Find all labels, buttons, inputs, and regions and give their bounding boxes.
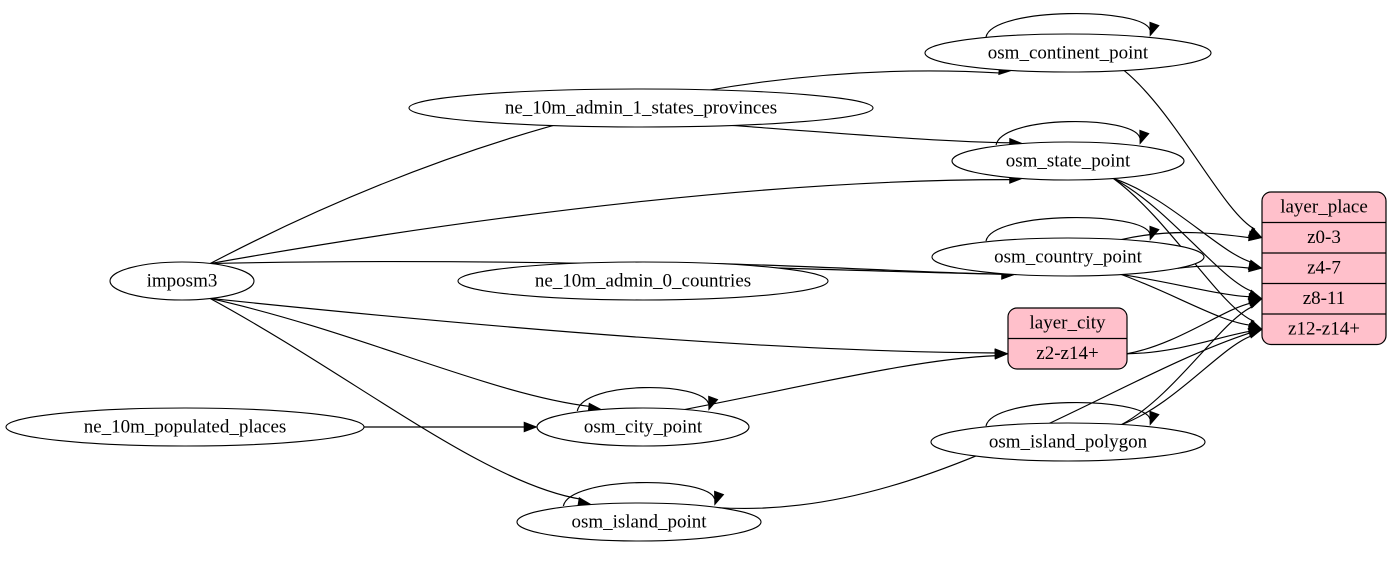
node-osm_continent_point[interactable]: osm_continent_point bbox=[924, 33, 1212, 73]
edge-arrowhead bbox=[1149, 410, 1160, 426]
edge-line bbox=[684, 355, 998, 411]
edge-self-loop bbox=[562, 482, 716, 507]
node-ne_10m_populated_places[interactable]: ne_10m_populated_places bbox=[5, 407, 365, 447]
edge-line bbox=[209, 297, 582, 500]
node-shape-ne_10m_populated_places bbox=[5, 407, 365, 447]
edge-arrowhead bbox=[523, 421, 538, 433]
edge-arrowhead bbox=[714, 490, 725, 506]
node-shape-osm_island_point bbox=[516, 502, 762, 542]
edge-arrowhead bbox=[1247, 328, 1263, 339]
node-osm_island_point[interactable]: osm_island_point bbox=[516, 502, 762, 542]
edge-line bbox=[1121, 334, 1254, 426]
edge-self-loop bbox=[985, 216, 1151, 242]
node-layer: imposm3 ne_10m_admin_1_states_provincesne… bbox=[5, 33, 1387, 542]
node-osm_country_point[interactable]: osm_country_point bbox=[931, 237, 1205, 277]
edge-arrowhead bbox=[994, 348, 1009, 360]
edge-line bbox=[210, 297, 998, 354]
edge-self-loop bbox=[576, 387, 710, 412]
node-shape-ne_10m_admin_0_countries bbox=[457, 261, 829, 301]
node-shape-osm_continent_point bbox=[924, 33, 1212, 73]
edge-self-loop bbox=[985, 12, 1151, 38]
edge-line bbox=[1113, 177, 1253, 264]
edge-line bbox=[715, 262, 1004, 275]
edge-arrowhead bbox=[1139, 129, 1150, 145]
record-box-layer_place bbox=[1261, 191, 1387, 346]
edge-line bbox=[1121, 273, 1252, 298]
edge-line bbox=[1126, 302, 1252, 355]
node-shape-osm_state_point bbox=[951, 141, 1185, 181]
edge-arrowhead bbox=[1149, 225, 1160, 241]
node-shape-osm_city_point bbox=[536, 407, 750, 447]
edge-line bbox=[1121, 305, 1255, 426]
node-osm_city_point[interactable]: osm_city_point bbox=[536, 407, 750, 447]
edge-line bbox=[1177, 265, 1252, 269]
node-shape-ne_10m_admin_1_states_provinces bbox=[408, 88, 874, 128]
node-shape-osm_country_point bbox=[931, 237, 1205, 277]
node-ne_10m_admin_1_states_provinces[interactable]: ne_10m_admin_1_states_provinces bbox=[408, 88, 874, 128]
edge-arrowhead bbox=[1149, 21, 1160, 37]
node-osm_state_point[interactable]: osm_state_point bbox=[951, 141, 1185, 181]
edge-line bbox=[1121, 273, 1252, 326]
edge-line bbox=[1126, 330, 1252, 355]
node-ne_10m_admin_0_countries[interactable]: ne_10m_admin_0_countries bbox=[457, 261, 829, 301]
edge-arrowhead bbox=[708, 395, 719, 411]
edge-line bbox=[1123, 70, 1256, 230]
edge-arrowhead bbox=[1248, 230, 1263, 242]
node-imposm3[interactable]: imposm3 bbox=[109, 261, 255, 301]
edge-line bbox=[1121, 231, 1252, 241]
edge-line bbox=[731, 124, 1012, 144]
edge-self-loop bbox=[995, 121, 1141, 146]
node-shape-osm_island_polygon bbox=[930, 422, 1206, 462]
node-shape-imposm3 bbox=[109, 261, 255, 301]
edge-line bbox=[686, 331, 1252, 509]
node-osm_island_polygon[interactable]: osm_island_polygon bbox=[930, 422, 1206, 462]
edge-line bbox=[1113, 177, 1254, 293]
edge-arrowhead bbox=[1247, 298, 1263, 309]
edge-line bbox=[210, 297, 591, 408]
edge-arrowhead bbox=[1248, 261, 1263, 273]
edge-line bbox=[210, 179, 1012, 265]
